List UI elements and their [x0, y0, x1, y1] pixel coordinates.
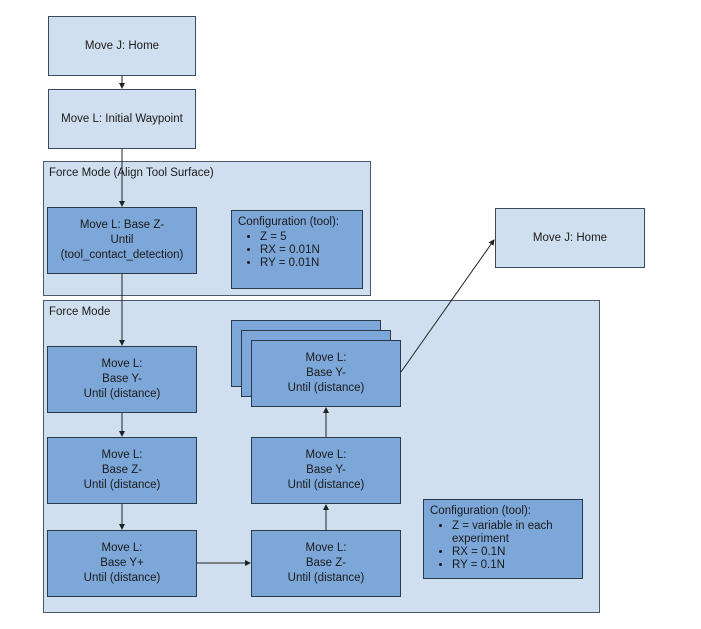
config-force-item: RY = 0.1N	[452, 559, 576, 572]
config-align-item: RY = 0.01N	[260, 257, 356, 270]
node-base-y-minus-1: Move L: Base Y- Until (distance)	[47, 346, 197, 413]
config-align: Configuration (tool): Z = 5 RX = 0.01N R…	[231, 210, 363, 289]
config-align-title: Configuration (tool):	[238, 216, 339, 228]
config-force-title: Configuration (tool):	[430, 505, 531, 517]
node-base-z-minus-1: Move L: Base Z- Until (distance)	[47, 437, 197, 504]
node-base-y-plus: Move L: Base Y+ Until (distance)	[47, 530, 197, 597]
node-base-y-minus-2: Move L: Base Y- Until (distance)	[251, 437, 401, 504]
node-base-y-minus-stack: Move L: Base Y- Until (distance)	[251, 340, 401, 407]
config-force-item: RX = 0.1N	[452, 546, 576, 559]
group-title-force: Force Mode	[49, 306, 111, 318]
arrow-stack-to-home-right	[400, 239, 495, 373]
node-move-j-home-right: Move J: Home	[495, 208, 645, 268]
config-align-item: Z = 5	[260, 231, 356, 244]
config-align-item: RX = 0.01N	[260, 244, 356, 257]
config-force: Configuration (tool): Z = variable in ea…	[423, 499, 583, 579]
config-force-list: Z = variable in each experiment RX = 0.1…	[430, 520, 576, 572]
config-force-item: Z = variable in each experiment	[452, 520, 576, 546]
node-initial-waypoint: Move L: Initial Waypoint	[48, 89, 196, 149]
config-align-list: Z = 5 RX = 0.01N RY = 0.01N	[238, 231, 356, 270]
node-base-z-contact: Move L: Base Z- Until (tool_contact_dete…	[47, 207, 197, 274]
node-move-j-home-top: Move J: Home	[48, 16, 196, 76]
group-title-align: Force Mode (Align Tool Surface)	[49, 167, 214, 179]
node-base-z-minus-2: Move L: Base Z- Until (distance)	[251, 530, 401, 597]
